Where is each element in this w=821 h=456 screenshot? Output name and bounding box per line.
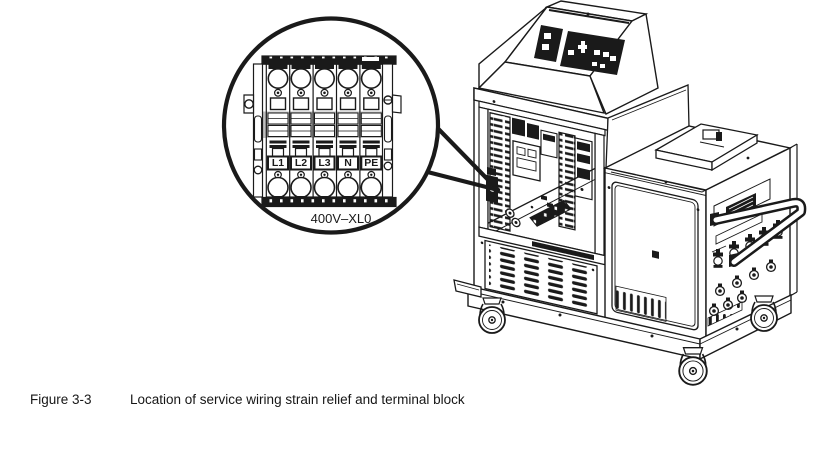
machine-front-faces — [473, 87, 707, 354]
callout-pointer — [435, 125, 501, 193]
opening-left-post — [478, 106, 489, 230]
screw-icon — [492, 100, 496, 103]
mounting-rail-bottom — [261, 196, 397, 208]
figure-caption: Figure 3-3 Location of service wiring st… — [0, 392, 821, 412]
control-console — [477, 0, 659, 115]
end-stop-left — [243, 63, 264, 198]
terminal-block-designator: 400V–XL0 — [311, 211, 372, 226]
right-cabinet-top — [602, 123, 793, 193]
vent-grille — [480, 239, 598, 315]
terminal-label-n: N — [344, 157, 352, 169]
right-cabinet-front — [604, 166, 707, 354]
terminal-block: L1 L2 L3 N PE — [243, 55, 402, 208]
figure-caption-label: Figure 3-3 — [30, 392, 92, 407]
brake-pedal — [453, 279, 482, 298]
keypad-panel — [534, 25, 625, 75]
door-vent — [615, 285, 667, 322]
terminal-label-pe: PE — [364, 157, 378, 169]
terminal-label-l2: L2 — [295, 157, 307, 169]
end-stop-right — [381, 63, 402, 198]
electrical-compartment — [486, 108, 596, 255]
terminal-label-l3: L3 — [318, 157, 330, 169]
door-latch — [652, 250, 659, 259]
push-handle — [710, 197, 807, 267]
opening-right-post — [594, 132, 605, 257]
lid-latch-handle — [699, 129, 725, 148]
callout: L1 L2 L3 N PE 400V–XL0 — [221, 16, 501, 235]
din-rail-stack — [574, 137, 593, 201]
terminal-label-l1: L1 — [272, 157, 284, 169]
cable-duct-right — [558, 131, 576, 231]
contactor-block — [512, 140, 541, 182]
machine-illustration — [453, 0, 807, 386]
figure-caption-text: Location of service wiring strain relief… — [130, 392, 465, 407]
